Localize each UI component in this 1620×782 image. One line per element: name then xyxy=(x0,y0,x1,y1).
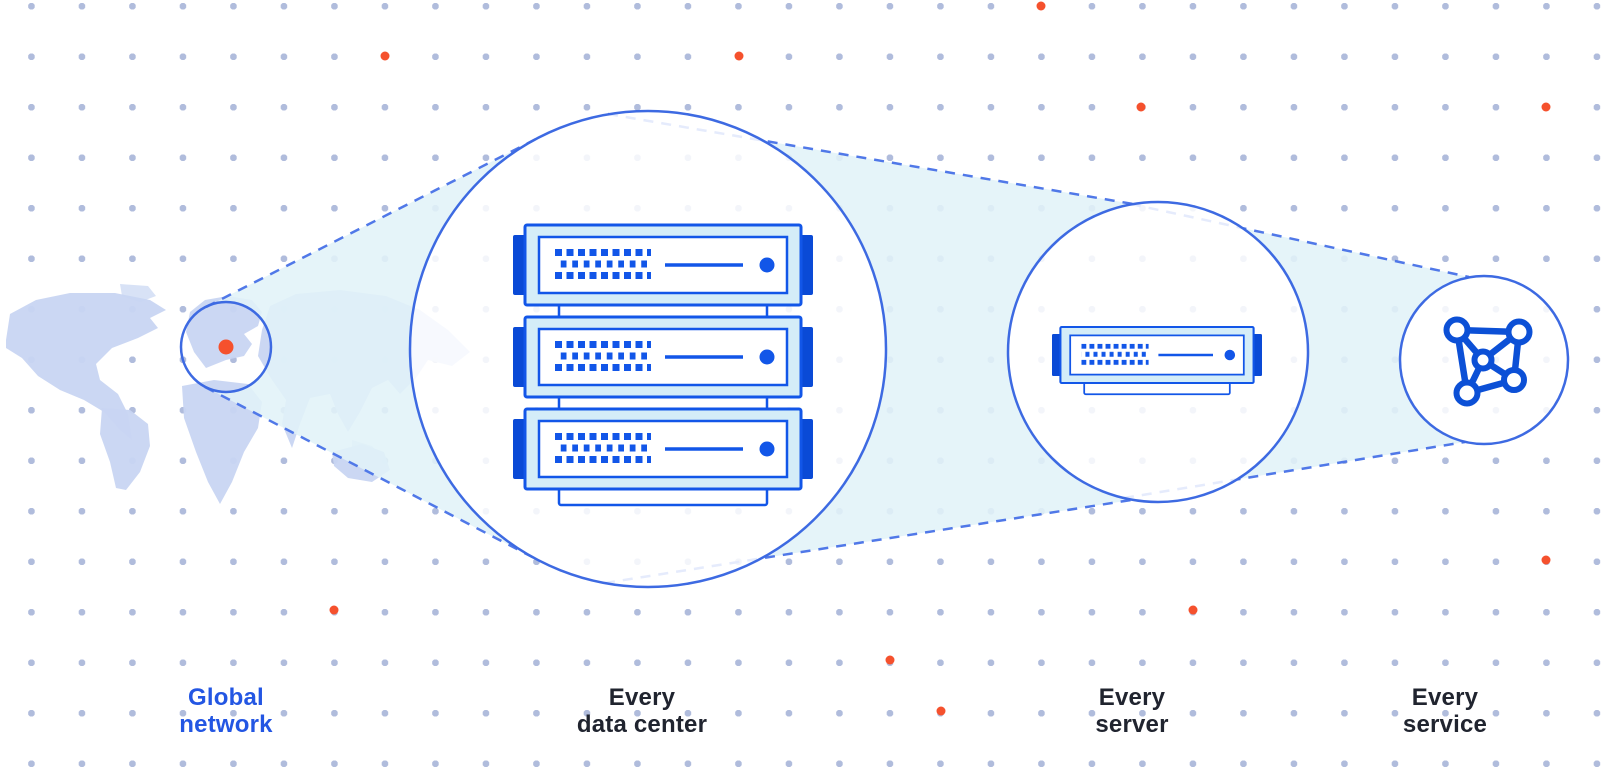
map-location-marker xyxy=(218,339,234,355)
label-every-service: Every service xyxy=(1403,684,1487,738)
continent-south-america xyxy=(100,408,150,490)
label-global-network: Global network xyxy=(179,684,272,738)
label-line: Every xyxy=(1098,684,1166,711)
island-greenland xyxy=(120,284,156,302)
service-stage xyxy=(1398,274,1570,446)
label-line: Every xyxy=(608,684,676,711)
label-line: data center xyxy=(576,711,708,738)
network-graph-icon xyxy=(1443,316,1533,407)
accent-dot xyxy=(380,51,390,61)
network-node-center xyxy=(1471,348,1495,372)
accent-dot xyxy=(1188,605,1198,615)
label-every-data-center: Every data center xyxy=(577,684,707,738)
continent-north-america xyxy=(6,293,166,440)
dashed-line xyxy=(204,385,539,562)
rack-server-3 xyxy=(511,407,815,507)
rack-server-2 xyxy=(511,315,815,415)
rack-server-1 xyxy=(511,223,815,323)
map-magnifier-circle xyxy=(179,300,273,394)
accent-dot xyxy=(1541,555,1551,565)
accent-dot xyxy=(1136,102,1146,112)
accent-dot xyxy=(936,706,946,716)
label-every-server: Every server xyxy=(1095,684,1168,738)
label-line: server xyxy=(1095,711,1169,738)
network-node xyxy=(1453,379,1481,407)
data-center-stage xyxy=(408,109,888,589)
accent-dot xyxy=(885,655,895,665)
accent-dot xyxy=(1036,1,1046,11)
accent-dot xyxy=(1541,102,1551,112)
label-line: service xyxy=(1402,711,1488,738)
accent-dot xyxy=(734,51,744,61)
network-node xyxy=(1501,367,1527,393)
label-line: Every xyxy=(1411,684,1479,711)
accent-dot xyxy=(329,605,339,615)
server-stage xyxy=(1006,200,1310,504)
continent-africa xyxy=(182,380,262,504)
network-node xyxy=(1443,316,1471,344)
label-line: Global xyxy=(188,684,264,711)
network-node xyxy=(1505,318,1533,346)
dashed-line xyxy=(205,135,541,309)
label-line: network xyxy=(179,711,273,738)
single-server xyxy=(1050,325,1264,396)
